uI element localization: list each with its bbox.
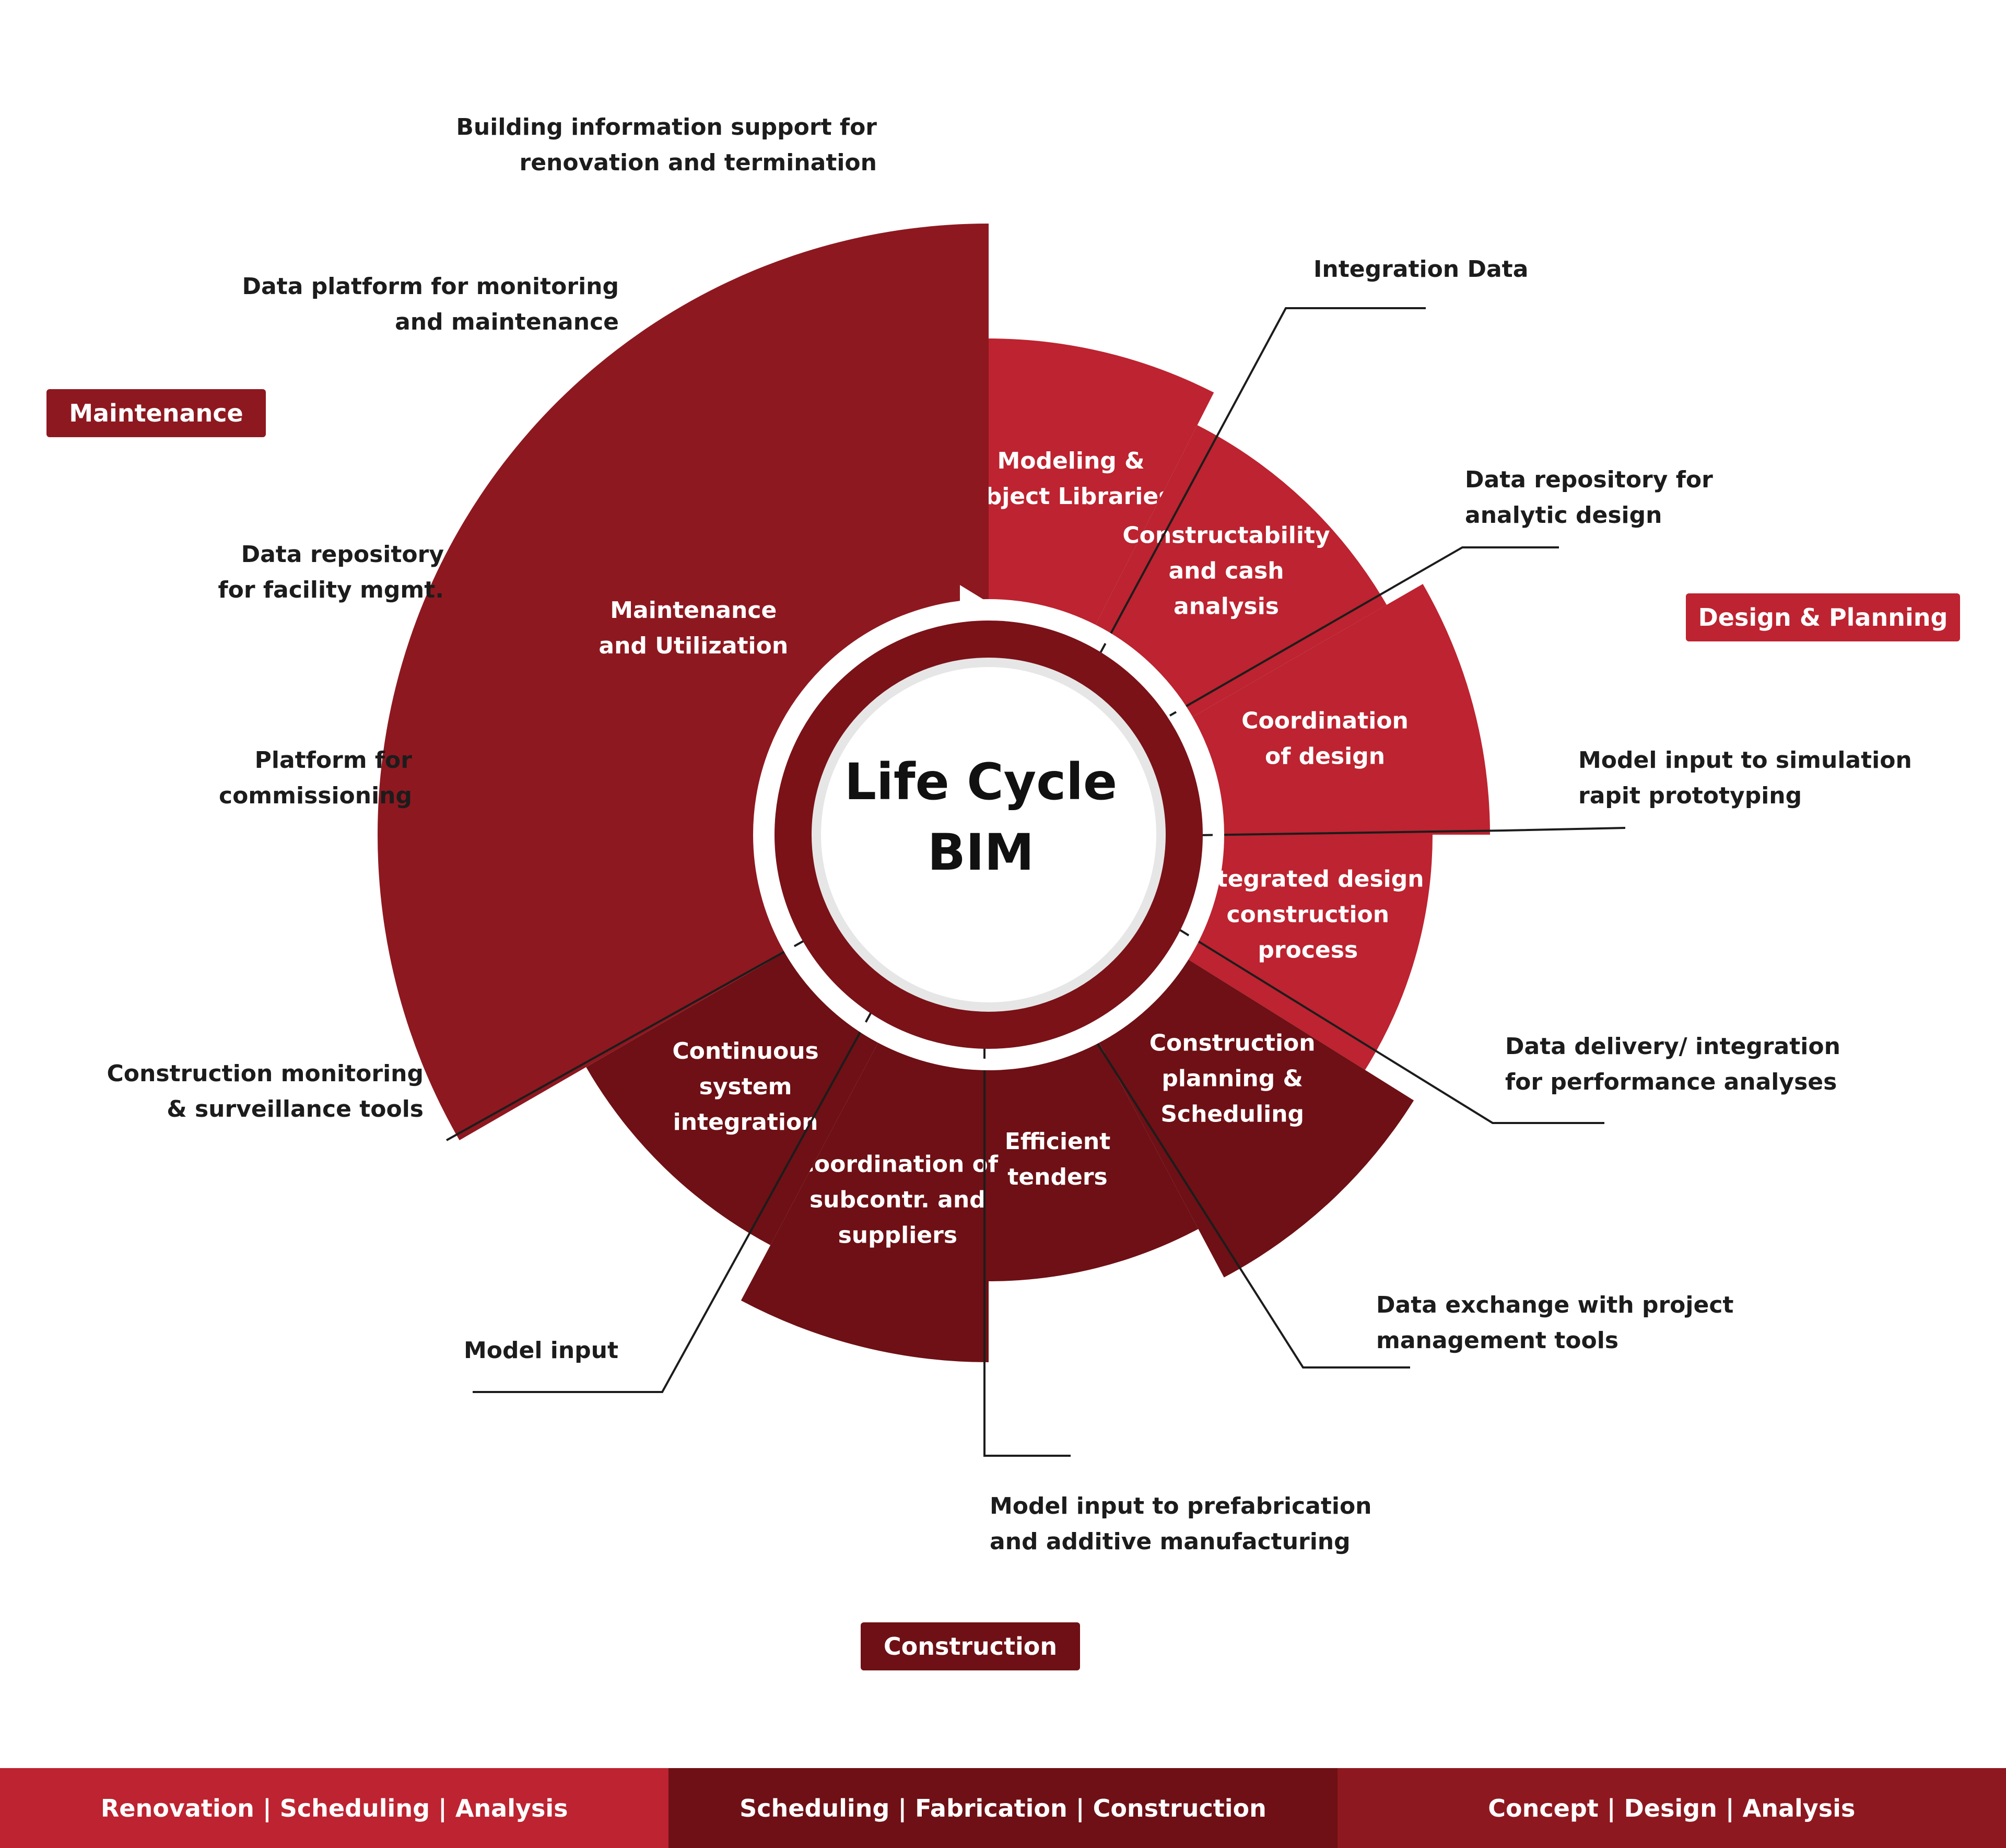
footer-band: Renovation | Scheduling | Analysis Sched… bbox=[0, 1768, 2006, 1848]
segment-label-line: subcontr. and bbox=[810, 1187, 986, 1213]
segment-label-line: integration bbox=[673, 1109, 818, 1136]
footer-middle: Scheduling | Fabrication | Construction bbox=[668, 1768, 1338, 1848]
segment-label-line: Coordination of bbox=[797, 1151, 999, 1178]
note-data-delivery: Data delivery/ integration for performan… bbox=[1505, 1033, 1840, 1095]
footer-right: Concept | Design | Analysis bbox=[1337, 1768, 2006, 1848]
segment-label-constructability: Constructability and cash analysis bbox=[1122, 522, 1330, 620]
note-model-input-sim: Model input to simulation rapit prototyp… bbox=[1578, 747, 1912, 809]
center-hub: Life Cycle BIM bbox=[753, 585, 1224, 1070]
segment-label-modeling: Modeling & object Libraries bbox=[970, 448, 1172, 510]
segment-label-line: Efficient bbox=[1005, 1128, 1111, 1155]
phase-label-construction: Construction bbox=[861, 1622, 1080, 1670]
cycle-arrow-icon bbox=[960, 585, 992, 625]
segment-label-line: Integrated design bbox=[1192, 865, 1424, 892]
segment-label-line: planning & bbox=[1162, 1066, 1303, 1092]
segment-label-line: and cash bbox=[1168, 558, 1284, 584]
segment-label-line: process bbox=[1258, 937, 1358, 963]
hub-title-line2: BIM bbox=[928, 823, 1034, 882]
segment-modeling bbox=[989, 338, 1214, 635]
segment-integrated-design bbox=[1179, 835, 1433, 1070]
leader-line-data-repo-analytic bbox=[1169, 546, 1559, 717]
leader-line-data-delivery bbox=[1153, 913, 1604, 1124]
segment-label-line: suppliers bbox=[838, 1222, 957, 1249]
segment-label-line: analysis bbox=[1174, 593, 1279, 620]
note-construction-monitoring: Construction monitoring & surveillance t… bbox=[107, 1060, 424, 1122]
leader-line-data-exchange bbox=[1090, 1033, 1410, 1369]
note-building-info: Building information support for renovat… bbox=[456, 114, 877, 176]
segment-construction-planning bbox=[1094, 953, 1414, 1278]
segment-constructability bbox=[1090, 425, 1387, 722]
segment-label-line: Maintenance bbox=[610, 597, 777, 624]
leader-line-integration-data bbox=[1085, 307, 1426, 680]
note-data-repo-analytic: Data repository for analytic design bbox=[1465, 466, 1713, 529]
segment-label-line: tenders bbox=[1007, 1164, 1107, 1190]
note-model-input: Model input bbox=[464, 1337, 619, 1364]
segment-label-continuous-integration: Continuous system integration bbox=[672, 1038, 818, 1136]
segment-label-line: object Libraries bbox=[970, 483, 1172, 510]
segment-continuous-integration bbox=[586, 947, 884, 1245]
segment-label-line: Construction bbox=[1149, 1030, 1316, 1057]
leader-line-model-input bbox=[473, 981, 889, 1393]
segment-label-line: Modeling & bbox=[997, 448, 1144, 474]
leader-lines-group bbox=[446, 307, 1626, 1457]
segment-label-line: Coordination bbox=[1241, 707, 1409, 734]
hub-title-line1: Life Cycle bbox=[844, 753, 1117, 811]
hub-white-disc bbox=[812, 658, 1166, 1012]
footer-left: Renovation | Scheduling | Analysis bbox=[0, 1768, 669, 1848]
note-data-repo-facility: Data repository for facility mgmt. bbox=[218, 541, 444, 603]
segment-label-line: of design bbox=[1265, 743, 1385, 769]
segment-label-line: construction bbox=[1226, 901, 1389, 928]
note-platform-commissioning: Platform for commissioning bbox=[218, 747, 412, 809]
segment-label-line: Continuous bbox=[672, 1038, 818, 1065]
segment-label-construction-planning: Construction planning & Scheduling bbox=[1149, 1030, 1316, 1128]
note-data-platform: Data platform for monitoring and mainten… bbox=[242, 273, 619, 335]
segment-label-line: Constructability bbox=[1122, 522, 1330, 549]
segments-group: Modeling & object LibrariesConstructabili… bbox=[378, 224, 1490, 1362]
segment-coordination-subcontr bbox=[741, 1033, 989, 1362]
leader-line-prefab bbox=[983, 1008, 1071, 1457]
note-data-exchange: Data exchange with project management to… bbox=[1376, 1292, 1734, 1354]
segment-label-line: Scheduling bbox=[1160, 1101, 1304, 1128]
segment-label-coordination-subcontr: Coordination of subcontr. and suppliers bbox=[797, 1151, 999, 1249]
segment-label-line: system bbox=[699, 1073, 792, 1100]
phase-label-design: Design & Planning bbox=[1686, 593, 1960, 641]
segment-coordination-design bbox=[1183, 584, 1490, 835]
segment-efficient-tenders bbox=[989, 1033, 1199, 1281]
note-integration-data: Integration Data bbox=[1313, 256, 1529, 283]
segment-maintenance-utilization bbox=[378, 224, 989, 1140]
segment-label-coordination-design: Coordination of design bbox=[1241, 707, 1409, 769]
segment-label-efficient-tenders: Efficient tenders bbox=[1005, 1128, 1111, 1190]
phase-label-maintenance: Maintenance bbox=[46, 389, 266, 437]
segment-label-line: and Utilization bbox=[599, 633, 788, 659]
segment-label-integrated-design: Integrated design construction process bbox=[1192, 865, 1424, 963]
note-model-input-prefab: Model input to prefabrication and additi… bbox=[990, 1493, 1372, 1555]
leader-line-model-input-sim bbox=[1164, 827, 1626, 837]
segment-label-maintenance-utilization: Maintenance and Utilization bbox=[599, 597, 788, 659]
